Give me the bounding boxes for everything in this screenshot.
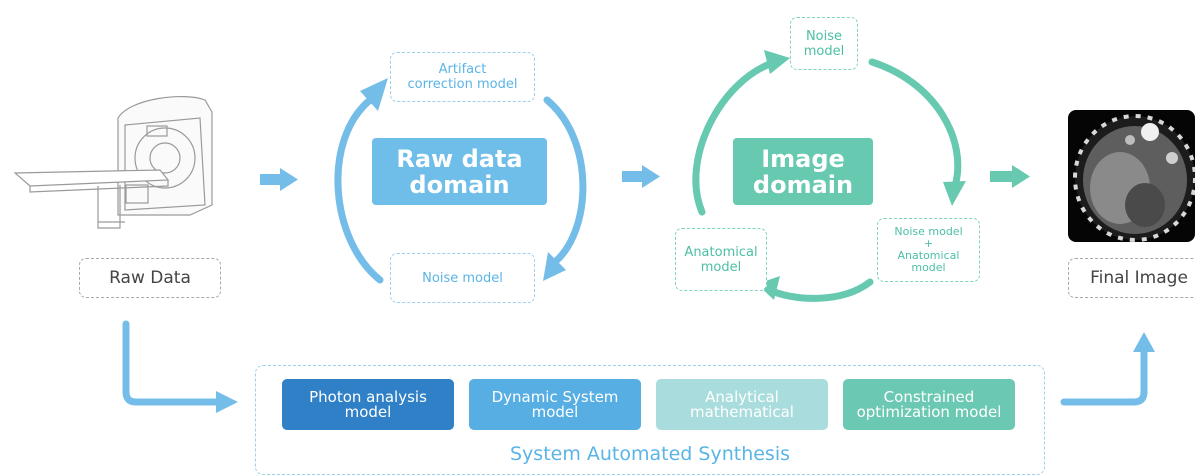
image-domain-box: Image domain (733, 138, 873, 205)
raw-cycle-arrowhead-bottom (543, 252, 566, 281)
raw-data-text: Raw Data (109, 268, 191, 288)
ct-scanner-illustration (13, 95, 213, 229)
ct-scan-image (1068, 110, 1195, 242)
photon-analysis-model: Photon analysis model (282, 379, 454, 430)
raw-noise-model-box: Noise model (390, 253, 535, 303)
synthesis-feed-arrows (122, 320, 1148, 406)
artifact-correction-model-box: Artifact correction model (390, 52, 535, 102)
image-noise-model-text: Noise model (803, 28, 845, 59)
raw-data-label: Raw Data (79, 258, 221, 298)
dynamic-system-model: Dynamic System model (469, 379, 641, 430)
raw-data-domain-box: Raw data domain (372, 138, 547, 205)
image-domain-cycle (692, 58, 962, 302)
synthesis-title: System Automated Synthesis (510, 443, 790, 465)
raw-cycle-arrowhead-top (360, 78, 388, 111)
noise-anatomical-model-text: Noise model + Anatomical model (894, 225, 963, 274)
synthesis-in-arrowhead (216, 391, 238, 413)
image-cycle-arrowhead-right (943, 181, 966, 206)
analytical-mathematical-model: Analytical mathematical (656, 379, 828, 430)
anatomical-model-text: Anatomical model (684, 244, 758, 275)
artifact-correction-model-text: Artifact correction model (407, 62, 518, 92)
raw-domain-cycle (334, 96, 587, 284)
anatomical-model-box: Anatomical model (675, 228, 767, 291)
raw-data-domain-title: Raw data domain (396, 144, 523, 199)
final-image-text: Final Image (1090, 268, 1188, 288)
image-cycle-arrowhead-top (764, 50, 790, 74)
final-image-label: Final Image (1068, 258, 1195, 298)
analytical-mathematical-model-text: Analytical mathematical (690, 387, 794, 421)
noise-anatomical-model-box: Noise model + Anatomical model (877, 218, 980, 282)
dynamic-system-model-text: Dynamic System model (491, 387, 619, 421)
raw-noise-model-text: Noise model (422, 270, 503, 286)
constrained-optimization-model: Constrained optimization model (843, 379, 1015, 430)
photon-analysis-model-text: Photon analysis model (309, 387, 427, 421)
flow-arrows (260, 165, 1030, 191)
constrained-optimization-model-text: Constrained optimization model (856, 387, 1002, 421)
image-domain-title: Image domain (752, 144, 854, 199)
image-noise-model-box: Noise model (790, 17, 858, 70)
synthesis-out-arrowhead (1133, 332, 1155, 352)
